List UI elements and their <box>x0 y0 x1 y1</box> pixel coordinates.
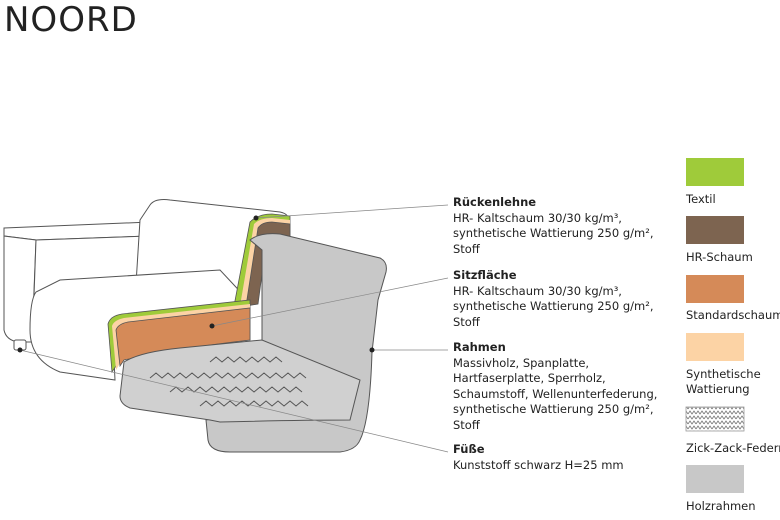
callout-sitzflaeche: Sitzfläche HR- Kaltschaum 30/30 kg/m³, s… <box>453 268 653 330</box>
callout-text: Massivholz, Spanplatte, Hartfaserplatte,… <box>453 355 658 432</box>
page-title: NOORD <box>4 0 138 40</box>
callout-text: HR- Kaltschaum 30/30 kg/m³, synthetische… <box>453 210 654 256</box>
legend-zigzag-pattern <box>685 406 745 432</box>
callout-text: Kunststoff schwarz H=25 mm <box>453 457 624 472</box>
legend-swatch-hr-schaum <box>686 216 744 244</box>
zigzag-springs <box>149 356 309 407</box>
callout-fuesse: Füße Kunststoff schwarz H=25 mm <box>453 442 624 473</box>
callout-heading: Sitzfläche <box>453 268 517 282</box>
sofa-frame <box>119 233 387 453</box>
legend-swatch-textil <box>686 158 744 186</box>
leader-lines <box>19 204 449 453</box>
callout-heading: Rahmen <box>453 340 506 354</box>
legend-label-zickzack-federn: Zick-Zack-Federn <box>686 441 780 455</box>
callout-rueckenlehne: Rückenlehne HR- Kaltschaum 30/30 kg/m³, … <box>453 195 653 257</box>
leader-dots <box>17 215 375 353</box>
callout-rahmen: Rahmen Massivholz, Spanplatte, Hartfaser… <box>453 340 657 433</box>
legend-swatch-wattierung <box>686 333 744 361</box>
callout-heading: Rückenlehne <box>453 195 537 209</box>
callout-text: HR- Kaltschaum 30/30 kg/m³, synthetische… <box>453 283 654 329</box>
legend-label-holzrahmen: Holzrahmen <box>686 499 756 513</box>
legend-swatch-standardschaum <box>686 275 744 303</box>
legend-label-wattierung: Synthetische Wattierung <box>686 367 761 396</box>
legend-label-standardschaum: Standardschaum <box>686 308 780 322</box>
legend-label-textil: Textil <box>686 192 716 206</box>
legend-swatch-holzrahmen <box>686 465 744 493</box>
legend-label-hr-schaum: HR-Schaum <box>686 250 753 264</box>
callout-heading: Füße <box>453 442 485 456</box>
